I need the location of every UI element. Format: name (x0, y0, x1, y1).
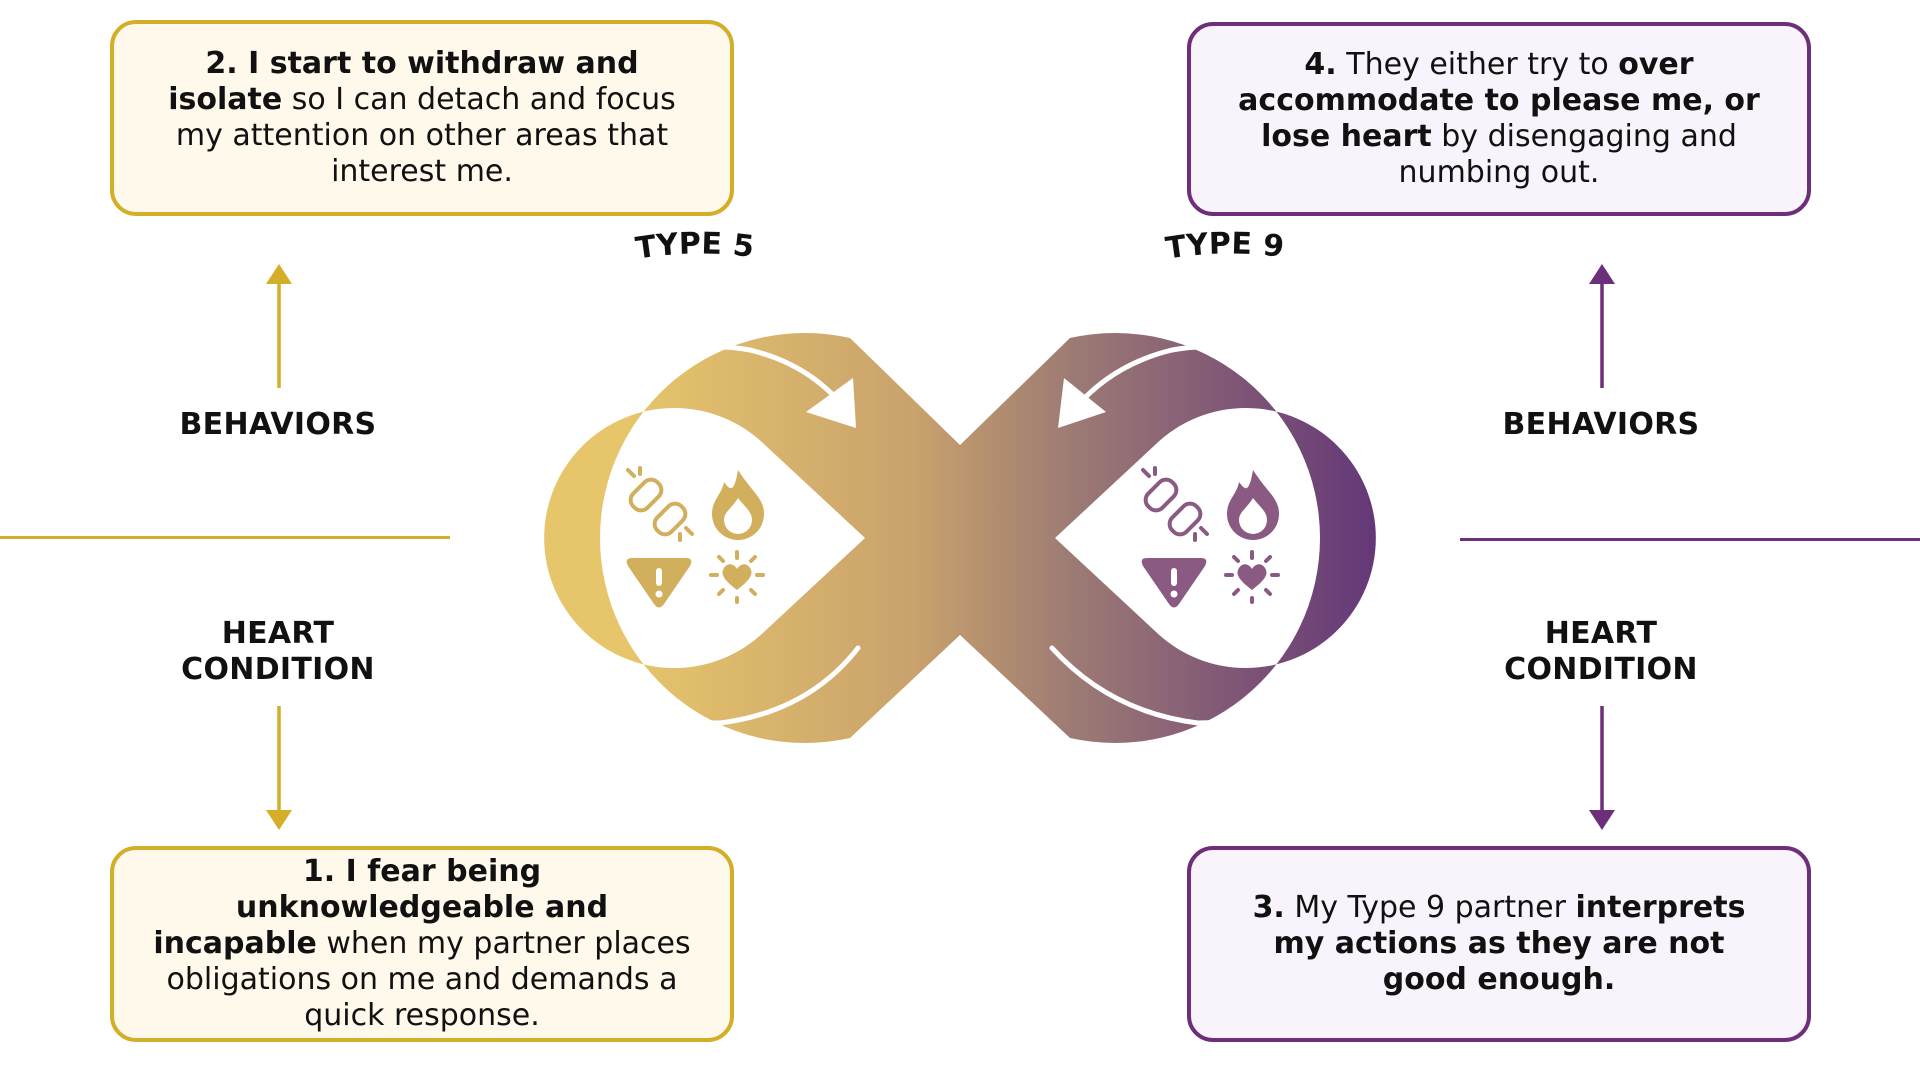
right-icons-group (1141, 466, 1280, 608)
right-heart-label-line2: CONDITION (1504, 652, 1698, 687)
step-3-bold: interprets my actions as they are not go… (1273, 890, 1746, 997)
right-top-cycle-arrowhead (1058, 378, 1106, 428)
step-4-number: 4. (1304, 47, 1337, 82)
step-1-bold: 1. I fear being unknowledgeable and inca… (153, 854, 609, 961)
step-4-text: 4. They either try to over accommodate t… (1229, 47, 1769, 191)
right-bottom-cycle-arrowhead (1334, 626, 1374, 690)
left-bottom-cycle-arrowhead (536, 630, 580, 690)
step-1-rest: when my partner places obligations on me… (166, 926, 691, 1033)
flame-icon (1227, 470, 1279, 540)
left-heart-label-line1: HEART (221, 616, 335, 651)
left-heart-condition-label: HEART CONDITION (78, 616, 478, 688)
step-3-number: 3. (1252, 890, 1285, 925)
step-1-text: 1. I fear being unknowledgeable and inca… (152, 854, 692, 1034)
flame-icon (712, 470, 764, 540)
left-up-arrow (266, 264, 292, 388)
heart-burst-icon (709, 550, 765, 604)
step-4-bold: over accommodate to please me, or lose h… (1238, 47, 1760, 154)
step-4-box: 4. They either try to over accommodate t… (1187, 22, 1811, 216)
step-4-text-b: by disengaging and numbing out. (1398, 119, 1737, 190)
right-up-arrow (1589, 264, 1615, 388)
right-divider-line (1460, 538, 1920, 541)
left-heart-label-line2: CONDITION (181, 652, 375, 687)
right-behaviors-label: BEHAVIORS (1502, 407, 1700, 442)
step-2-bold: 2. I start to withdraw and isolate (168, 46, 639, 117)
step-2-box: 2. I start to withdraw and isolate so I … (110, 20, 734, 216)
warning-icon (1141, 558, 1207, 608)
right-down-arrow (1589, 706, 1615, 830)
infinity-band (544, 332, 1376, 743)
step-3-text: 3. My Type 9 partner interprets my actio… (1229, 890, 1769, 998)
step-3-box: 3. My Type 9 partner interprets my actio… (1187, 846, 1811, 1042)
left-down-arrow (266, 706, 292, 830)
right-bottom-cycle-arrow (1049, 645, 1365, 726)
left-top-cycle-arrowhead (806, 378, 856, 428)
step-3-text-a: My Type 9 partner (1284, 890, 1576, 925)
warning-icon (626, 558, 692, 608)
right-heart-label-line1: HEART (1544, 616, 1658, 651)
left-icons-group (626, 466, 765, 608)
left-divider-line (0, 536, 450, 539)
heart-burst-icon (1224, 550, 1280, 604)
step-2-rest: so I can detach and focus my attention o… (175, 82, 676, 189)
broken-link-icon (626, 466, 694, 542)
type-9-label: TYPE 9 (1163, 226, 1285, 266)
step-1-box: 1. I fear being unknowledgeable and inca… (110, 846, 734, 1042)
left-top-cycle-arrow (532, 344, 851, 435)
right-heart-condition-label: HEART CONDITION (1401, 616, 1801, 688)
left-bottom-cycle-arrow (547, 645, 861, 726)
step-2-text: 2. I start to withdraw and isolate so I … (152, 46, 692, 190)
step-4-text-a: They either try to (1336, 47, 1619, 82)
broken-link-icon (1141, 466, 1209, 542)
right-top-cycle-arrow (1069, 344, 1379, 435)
left-behaviors-label: BEHAVIORS (179, 407, 377, 442)
type-5-label: TYPE 5 (633, 226, 755, 266)
